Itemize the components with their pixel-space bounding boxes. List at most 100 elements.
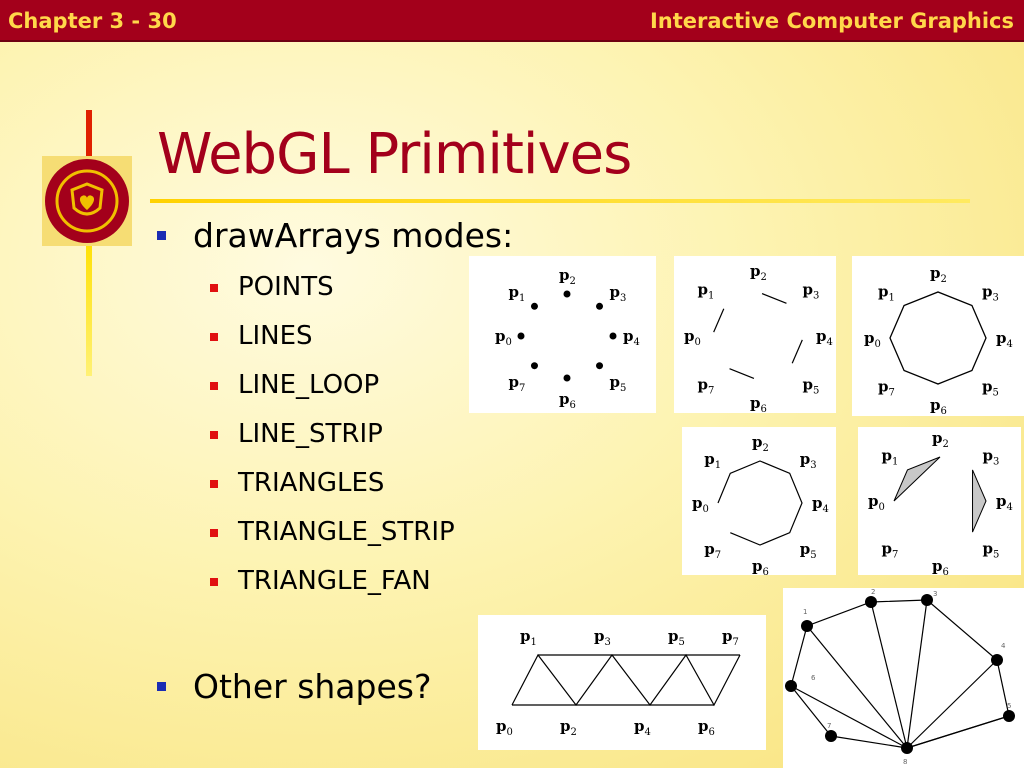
vertex-label: p4	[996, 329, 1013, 350]
fan-vertex	[825, 730, 837, 742]
line-segment	[791, 339, 803, 364]
vertex-label: p0	[684, 327, 701, 348]
bullet-other-shapes: Other shapes?	[157, 667, 432, 706]
bullet-text: Other shapes?	[193, 667, 432, 706]
vertex-label: p2	[560, 717, 577, 738]
sub-bullet-text: TRIANGLE_STRIP	[238, 517, 455, 547]
vertex-label: p0	[864, 329, 881, 350]
fan-spoke	[790, 685, 908, 749]
fan-spoke	[906, 659, 998, 749]
sub-bullet-lines: LINES	[210, 321, 313, 351]
vertex-label: p5	[800, 540, 817, 561]
slide-title: WebGL Primitives	[157, 122, 632, 187]
point-dot	[609, 332, 617, 340]
point-dot	[596, 362, 604, 370]
vertex-label: p7	[697, 376, 714, 397]
chapter-label: Chapter 3 - 30	[8, 9, 177, 33]
vertex-label: p0	[692, 494, 709, 515]
fan-vertex-number: 4	[1001, 642, 1006, 650]
vertex-label: p2	[752, 433, 769, 454]
line-segment	[713, 308, 725, 333]
vertex-label: p5	[982, 378, 999, 399]
sub-bullet-text: LINES	[238, 321, 313, 351]
fan-vertex-number: 1	[803, 608, 807, 616]
fan-vertex-number: 7	[827, 722, 831, 730]
vertex-label: p0	[868, 492, 885, 513]
sub-bullet-text: LINE_LOOP	[238, 370, 380, 400]
vertex-label: p1	[508, 283, 525, 304]
sub-bullet-marker	[210, 480, 218, 488]
point-dot	[596, 302, 604, 310]
vertex-label: p6	[698, 717, 715, 738]
vertex-label: p7	[878, 378, 895, 399]
vertex-label: p7	[704, 540, 721, 561]
vertex-label: p2	[932, 429, 949, 450]
vertex-label: p3	[594, 627, 611, 648]
fan-spoke	[906, 599, 928, 749]
fan-vertex-number: 3	[933, 590, 937, 598]
vertex-label: p1	[881, 447, 898, 468]
vertex-label: p3	[803, 280, 820, 301]
sub-bullet-marker	[210, 431, 218, 439]
sub-bullet-marker	[210, 529, 218, 537]
fan-vertex-number: 6	[811, 674, 816, 682]
vertex-label: p2	[750, 262, 767, 283]
vertex-label: p1	[704, 450, 721, 471]
bullet-marker	[157, 682, 166, 691]
vertex-label: p7	[508, 373, 525, 394]
strip-outline	[717, 460, 803, 546]
sub-bullet-text: LINE_STRIP	[238, 419, 383, 449]
sub-bullet-marker	[210, 333, 218, 341]
sub-bullet-text: TRIANGLE_FAN	[238, 566, 431, 596]
vertex-label: p0	[495, 327, 512, 348]
point-dot	[530, 302, 538, 310]
fan-spoke	[830, 735, 908, 749]
vertex-label: p5	[983, 539, 1000, 560]
line-segment	[729, 368, 755, 379]
fan-vertex-number: 8	[903, 758, 907, 766]
sub-bullet-marker	[210, 284, 218, 292]
vertex-label: p4	[623, 327, 640, 348]
fan-vertex	[991, 654, 1003, 666]
fan-vertex-number: 5	[1007, 702, 1011, 710]
vertex-label: p7	[722, 627, 739, 648]
sub-bullet-line-loop: LINE_LOOP	[210, 370, 380, 400]
vertex-label: p5	[610, 373, 627, 394]
decor-line-yellow	[86, 238, 92, 376]
sub-bullet-marker	[210, 382, 218, 390]
vertex-label: p3	[983, 447, 1000, 468]
point-dot	[563, 290, 571, 298]
vertex-label: p5	[668, 627, 685, 648]
vertex-label: p0	[496, 717, 513, 738]
triangle-a	[893, 456, 941, 502]
vertex-label: p1	[697, 280, 714, 301]
point-dot	[517, 332, 525, 340]
sub-bullet-text: POINTS	[238, 272, 334, 302]
vertex-label: p1	[878, 282, 895, 303]
fan-spoke	[806, 625, 908, 749]
vertex-label: p4	[812, 494, 829, 515]
line-segment	[761, 293, 787, 304]
sub-bullet-triangles: TRIANGLES	[210, 468, 384, 498]
vertex-label: p5	[803, 376, 820, 397]
sub-bullet-triangle-strip: TRIANGLE_STRIP	[210, 517, 455, 547]
decor-line-red	[86, 110, 92, 158]
fan-vertex	[801, 620, 813, 632]
fan-vertex	[1003, 710, 1015, 722]
bullet-drawarrays: drawArrays modes:	[157, 216, 513, 255]
vertex-label: p3	[800, 450, 817, 471]
vertex-label: p6	[750, 394, 767, 413]
header-bar: Chapter 3 - 30 Interactive Computer Grap…	[0, 0, 1024, 42]
